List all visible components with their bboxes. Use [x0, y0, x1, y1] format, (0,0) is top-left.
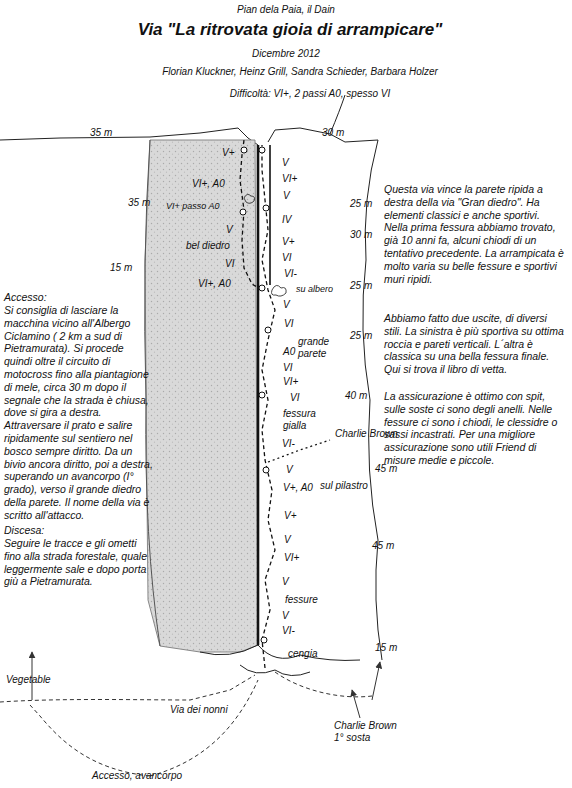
route-label: bel diedro	[186, 240, 230, 252]
route-label: VI	[290, 392, 299, 404]
route-label: VI+, A0	[198, 278, 231, 290]
route-label: 15 m	[375, 642, 397, 654]
path-label: Via dei nonni	[170, 704, 228, 716]
route-label: grande parete	[298, 336, 340, 360]
note-text: Accesso:	[4, 291, 154, 304]
route-label: sul pilastro	[320, 480, 368, 492]
route-label: IV	[282, 214, 291, 226]
route-label: VI	[225, 258, 234, 270]
note-text: Questa via vince la parete ripida a dest…	[384, 183, 566, 285]
note-text: Seguire le tracce e gli ometti fino alla…	[4, 537, 154, 588]
route-label: V	[282, 157, 289, 169]
route-label: VI-	[282, 625, 295, 637]
route-label: A0	[283, 346, 295, 358]
route-label: 45 m	[372, 540, 394, 552]
route-label: V+	[222, 147, 235, 159]
note-text: Abbiamo fatto due uscite, di diversi sti…	[384, 312, 566, 376]
authors: Florian Kluckner, Heinz Grill, Sandra Sc…	[130, 66, 470, 78]
route-label: 30 m	[322, 127, 344, 139]
note-text: La assicurazione è ottimo con spit, sull…	[384, 390, 566, 467]
note-text: Discesa:	[4, 524, 154, 537]
route-label: V+	[284, 510, 297, 522]
route-line	[240, 140, 330, 668]
path-label: Charlie Brown 1° sosta	[334, 720, 398, 744]
route-label: 25 m	[350, 198, 372, 210]
path-label: Vegetable	[6, 674, 51, 686]
tree	[244, 194, 286, 296]
route-label: VI+	[282, 173, 297, 185]
path-label: Accesso, avancorpo	[92, 770, 182, 782]
route-label: V+, A0	[283, 482, 313, 494]
belay-ring	[240, 147, 271, 643]
route-label: V	[286, 464, 293, 476]
route-label: VI-	[282, 438, 295, 450]
route-label: VI+	[283, 376, 298, 388]
route-label: VI-	[284, 268, 297, 280]
route-label: V	[226, 224, 233, 236]
route-label: V	[283, 190, 290, 202]
route-label: fessura gialla	[283, 408, 331, 432]
route-label: 15 m	[110, 262, 132, 274]
difficulty: Difficoltà: VI+, 2 passi A0, spesso VI	[195, 88, 425, 100]
date: Dicembre 2012	[236, 48, 336, 60]
route-label: 35 m	[90, 127, 112, 139]
route-label: 40 m	[345, 390, 367, 402]
route-label: su albero	[296, 284, 333, 295]
route-label: 25 m	[350, 330, 372, 342]
route-label: V+	[282, 236, 295, 248]
note-text: Si consiglia di lasciare la macchina vic…	[4, 304, 154, 522]
wall	[0, 95, 382, 676]
route-label: cengia	[288, 648, 317, 660]
route-label: V	[283, 299, 290, 311]
route-label: VI	[284, 318, 293, 330]
route-label: V	[282, 576, 289, 588]
route-label: fessure	[285, 594, 318, 606]
approach-path	[0, 672, 372, 776]
location-name: Pian dela Paia, il Dain	[186, 4, 386, 16]
route-label: VI+	[284, 552, 299, 564]
route-label: 25 m	[350, 280, 372, 292]
title: Via "La ritrovata gioia di arrampicare"	[110, 20, 470, 41]
route-label: VI	[283, 362, 292, 374]
arrow	[32, 652, 380, 718]
route-label: 30 m	[350, 229, 372, 241]
route-label: VI+ passo A0	[166, 201, 219, 212]
route-label: VI+, A0	[192, 178, 225, 190]
route-label: V	[284, 534, 291, 546]
route-label: V	[282, 610, 289, 622]
route-label: VI	[282, 252, 291, 264]
route-label: 35 m	[128, 197, 150, 209]
